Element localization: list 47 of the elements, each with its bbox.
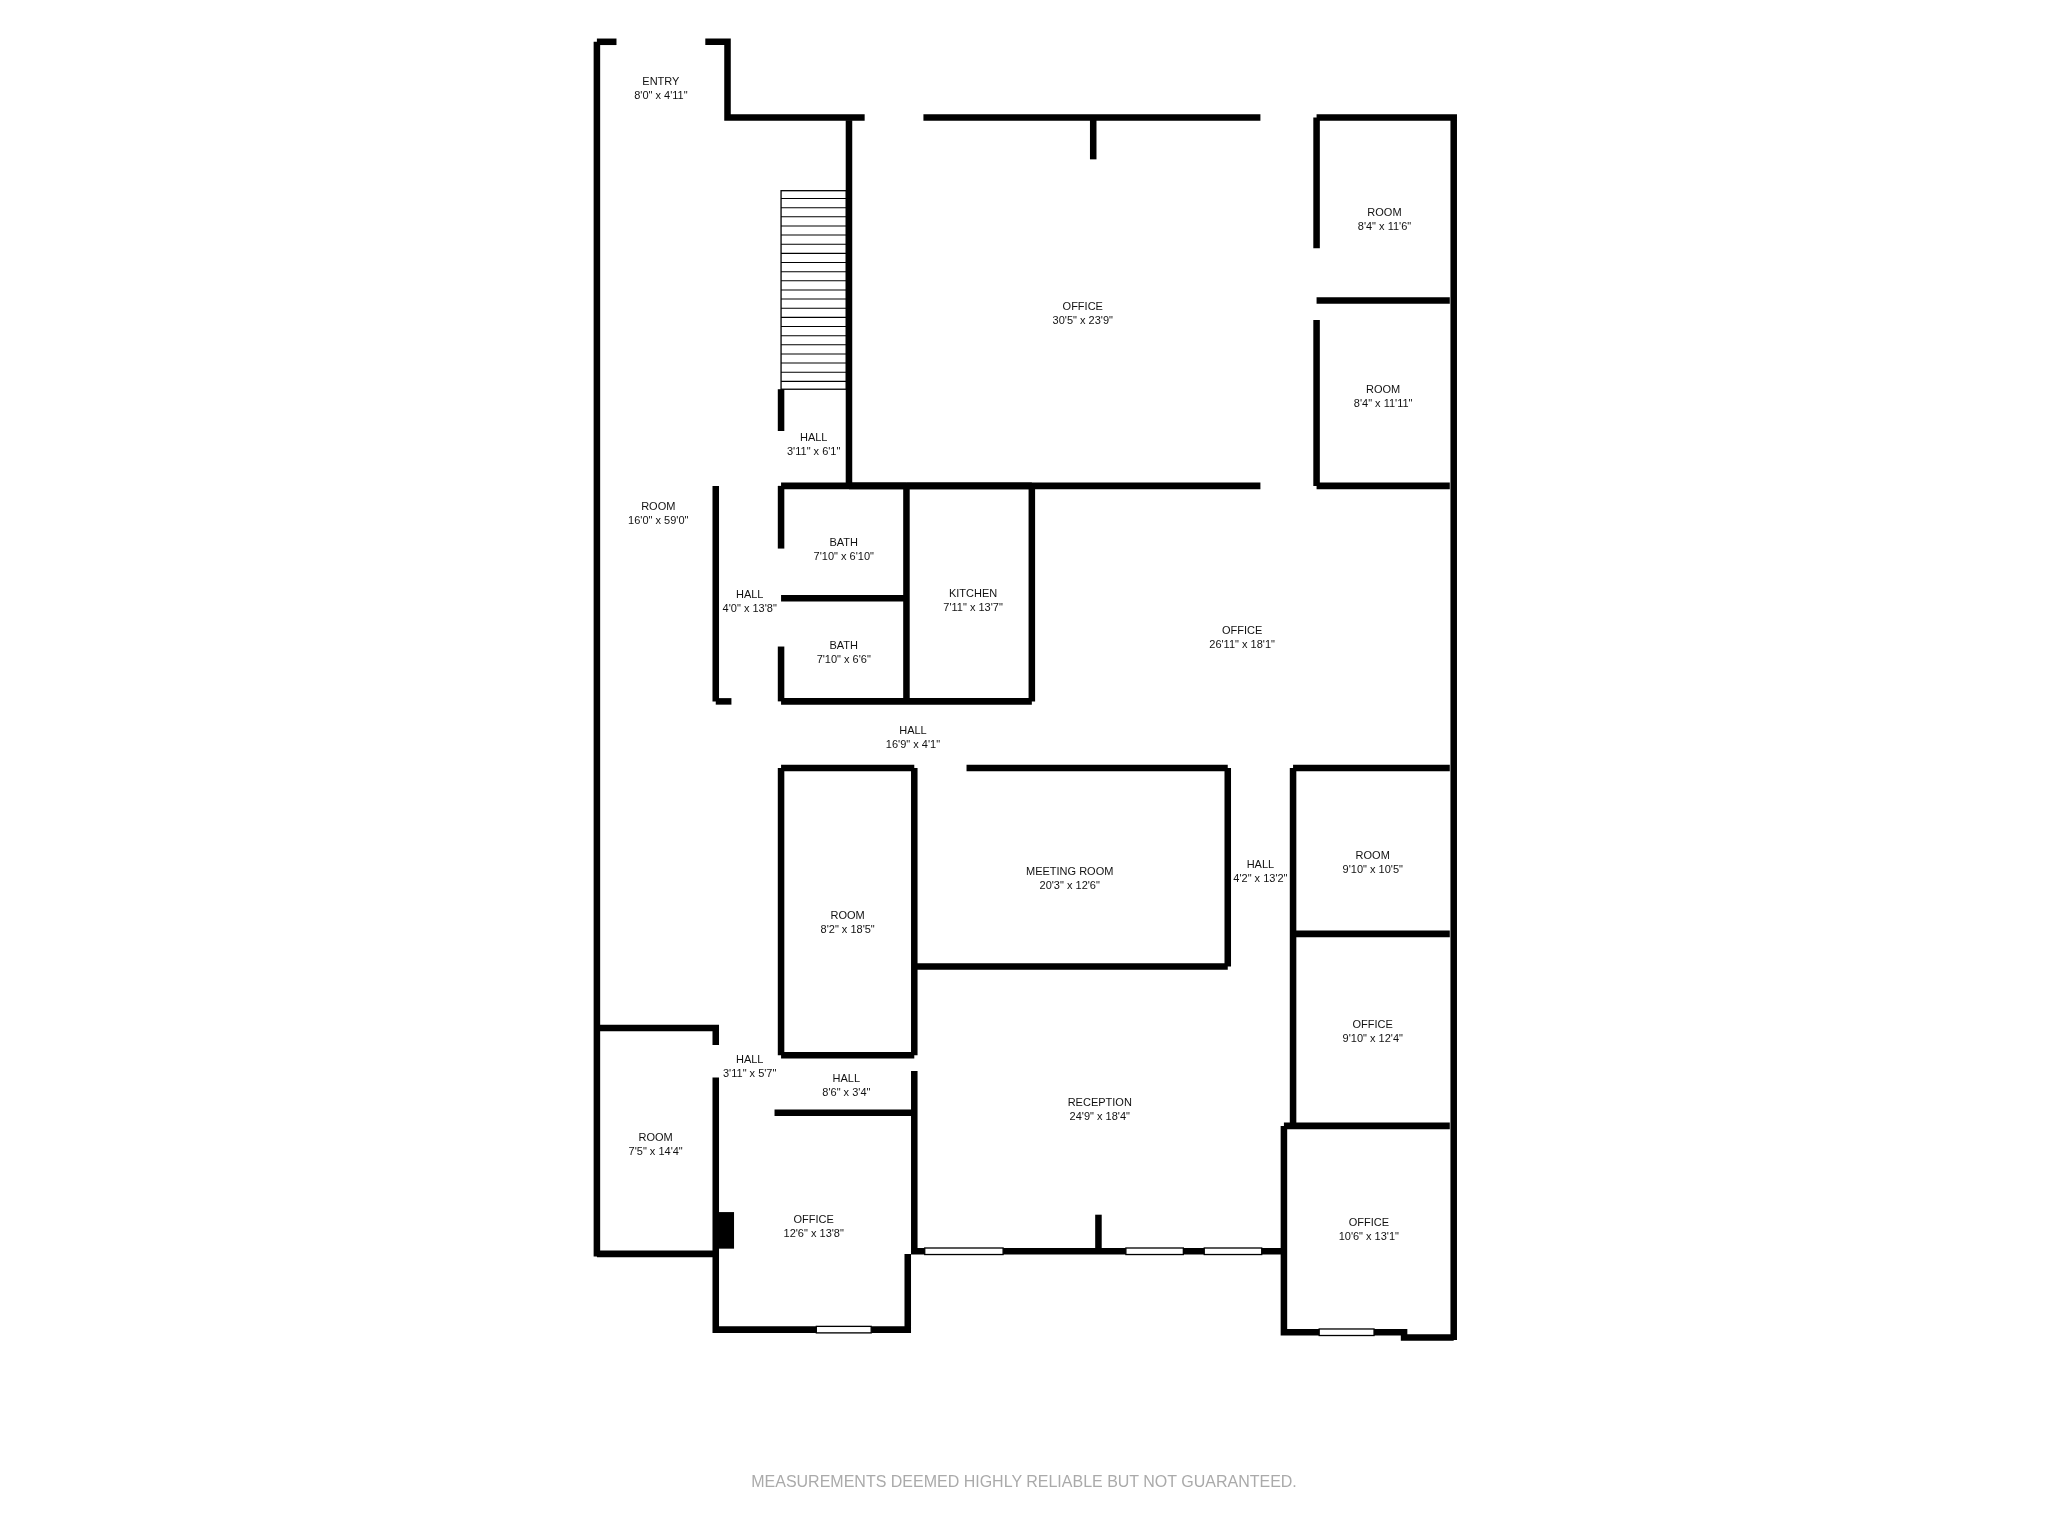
room-dimensions: 26'11" x 18'1" <box>1209 637 1275 652</box>
room-dimensions: 7'5" x 14'4" <box>628 1144 683 1159</box>
room-dimensions: 16'0" x 59'0" <box>628 513 689 528</box>
room-name: ROOM <box>637 1130 674 1145</box>
room-dimensions: 20'3" x 12'6" <box>1038 877 1101 892</box>
room-dimensions: 9'10" x 12'4" <box>1342 1030 1403 1045</box>
room-dimensions: 24'9" x 18'4" <box>1068 1108 1131 1123</box>
room-name: RECEPTION <box>1067 1094 1132 1109</box>
room-dimensions: 16'9" x 4'1" <box>885 736 941 751</box>
room-dimensions: 4'2" x 13'2" <box>1233 871 1288 886</box>
room-name: HALL <box>831 1071 862 1086</box>
room-dimensions: 7'10" x 6'10" <box>813 548 874 563</box>
disclaimer-note: MEASUREMENTS DEEMED HIGHLY RELIABLE BUT NOT GUARANTEED. <box>751 1473 1297 1492</box>
room-name: ENTRY <box>641 73 681 88</box>
room-name: BATH <box>828 637 859 652</box>
room-name: ROOM <box>1366 205 1403 220</box>
room-dimensions: 8'2" x 18'5" <box>820 922 875 937</box>
room-dimensions: 7'11" x 13'7" <box>943 599 1003 614</box>
room-dimensions: 8'0" x 4'11" <box>634 87 688 102</box>
room-name: OFFICE <box>1220 623 1264 638</box>
room-name: ROOM <box>640 499 677 514</box>
room-dimensions: 4'0" x 13'8" <box>722 600 777 615</box>
room-dimensions: 9'10" x 10'5" <box>1342 862 1403 877</box>
room-dimensions: 30'5" x 23'9" <box>1052 313 1113 328</box>
room-dimensions: 3'11" x 5'7" <box>723 1065 777 1080</box>
room-name: ROOM <box>829 908 866 923</box>
room-dimensions: 8'4" x 11'6" <box>1357 219 1412 234</box>
room-name: KITCHEN <box>947 585 999 600</box>
room-name: HALL <box>898 722 928 737</box>
room-dimensions: 7'10" x 6'6" <box>816 651 871 666</box>
room-name: OFFICE <box>1351 1016 1394 1031</box>
room-name: OFFICE <box>1347 1215 1390 1230</box>
room-name: ROOM <box>1365 381 1402 396</box>
room-name: HALL <box>734 586 765 601</box>
room-name: ROOM <box>1354 848 1391 863</box>
room-name: OFFICE <box>1061 299 1104 314</box>
room-dimensions: 12'6" x 13'8" <box>783 1226 844 1241</box>
room-name: HALL <box>798 430 829 445</box>
room-dimensions: 8'6" x 3'4" <box>822 1085 871 1100</box>
room-name: HALL <box>1245 857 1276 872</box>
room-dimensions: 10'6" x 13'1" <box>1338 1229 1399 1244</box>
room-name: HALL <box>734 1051 765 1066</box>
room-name: BATH <box>828 534 859 549</box>
room-name: OFFICE <box>792 1212 835 1227</box>
room-dimensions: 3'11" x 6'1" <box>787 444 841 459</box>
room-name: MEETING ROOM <box>1026 863 1114 878</box>
room-dimensions: 8'4" x 11'11" <box>1353 395 1413 410</box>
